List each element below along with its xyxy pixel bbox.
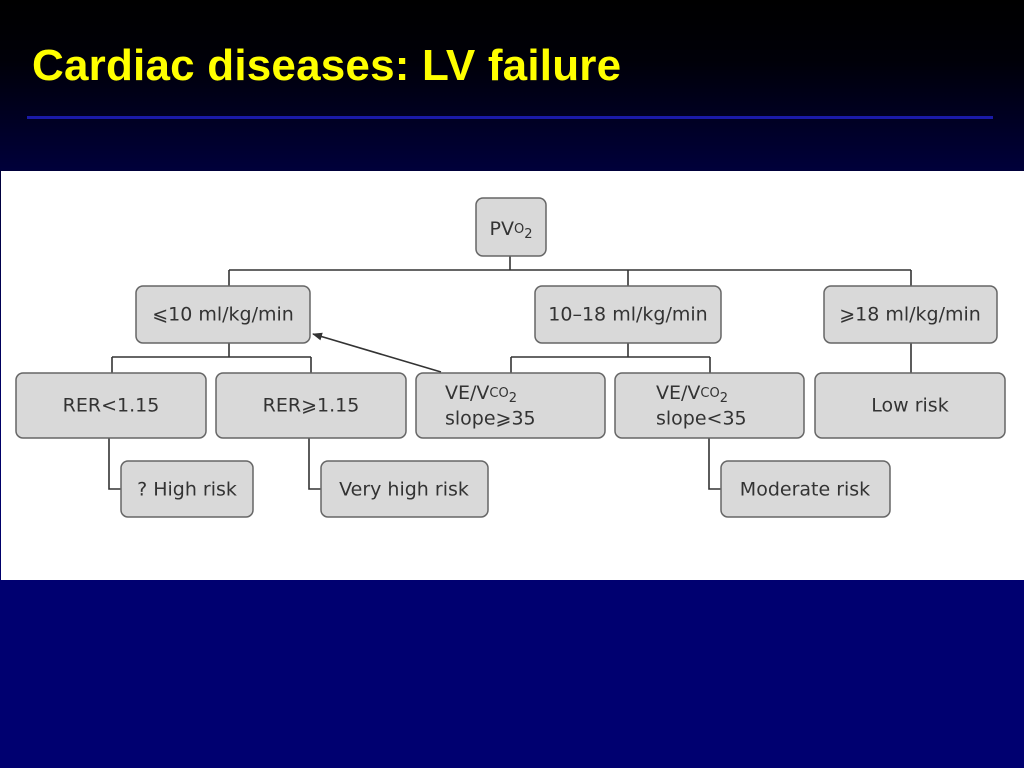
svg-text:? High risk: ? High risk [137, 479, 237, 501]
slide-title: Cardiac diseases: LV failure [32, 41, 622, 90]
connector-to-high-q [108, 438, 121, 490]
svg-text:Very high risk: Very high risk [339, 479, 469, 501]
node-gt18: ⩾18 ml/kg/min [823, 285, 998, 344]
node-very-high-risk: Very high risk [320, 460, 489, 518]
svg-text:VE/VCO2: VE/VCO2 [445, 382, 517, 406]
svg-text:Moderate risk: Moderate risk [740, 479, 870, 501]
node-rer-ge: RER⩾1.15 [215, 372, 407, 439]
node-lt10: ⩽10 ml/kg/min [135, 285, 311, 344]
diagram-panel: PVO2 ⩽10 ml/kg/min 10–18 ml/kg/min ⩾18 m… [1, 171, 1024, 580]
connector-to-moderate [708, 438, 721, 490]
node-high-risk-q: ? High risk [120, 460, 254, 518]
node-mid: 10–18 ml/kg/min [534, 285, 722, 344]
svg-text:slope<35: slope<35 [656, 408, 747, 430]
svg-text:10–18 ml/kg/min: 10–18 ml/kg/min [548, 304, 707, 326]
connectors [108, 256, 912, 490]
svg-text:⩾18 ml/kg/min: ⩾18 ml/kg/min [839, 304, 981, 326]
node-ve-ge: VE/VCO2 slope⩾35 [415, 372, 606, 439]
node-pvo2: PVO2 [475, 197, 547, 257]
title-divider [27, 116, 993, 119]
risk-flowchart: PVO2 ⩽10 ml/kg/min 10–18 ml/kg/min ⩾18 m… [15, 197, 1006, 518]
svg-text:RER<1.15: RER<1.15 [63, 395, 160, 417]
svg-text:PVO2: PVO2 [490, 218, 533, 242]
node-low-risk: Low risk [814, 372, 1006, 439]
svg-text:slope⩾35: slope⩾35 [445, 408, 536, 430]
node-moderate-risk: Moderate risk [720, 460, 891, 518]
connector-to-very-high [308, 438, 321, 490]
svg-text:Low risk: Low risk [871, 395, 948, 417]
svg-text:RER⩾1.15: RER⩾1.15 [263, 395, 360, 417]
node-ve-lt: VE/VCO2 slope<35 [614, 372, 805, 439]
svg-text:⩽10 ml/kg/min: ⩽10 ml/kg/min [152, 304, 294, 326]
bottom-band [0, 580, 1024, 768]
node-rer-lt: RER<1.15 [15, 372, 207, 439]
arrow-ve-to-lt10 [312, 332, 442, 373]
svg-text:VE/VCO2: VE/VCO2 [656, 382, 728, 406]
